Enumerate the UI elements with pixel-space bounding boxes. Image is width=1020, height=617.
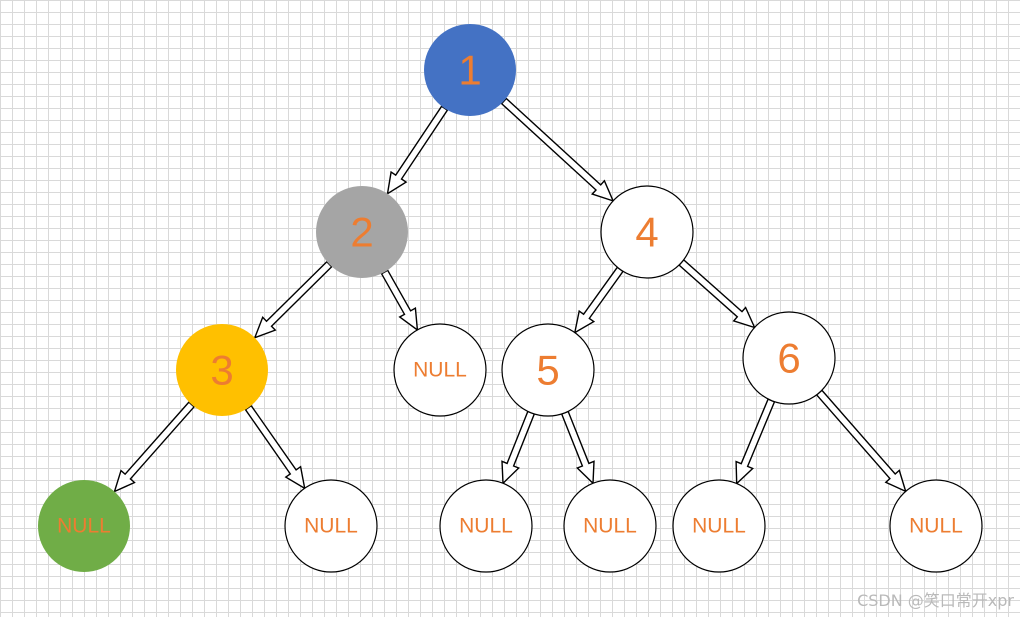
node-circle [176,324,268,416]
node-label: NULL [692,515,746,538]
node-label: 5 [536,347,559,394]
edge-arrow-n6-nl7 [815,389,907,493]
node-label: NULL [304,515,358,538]
node-circle [38,480,130,572]
node-circle [439,479,533,573]
tree-node-n6: 6 [742,311,836,405]
tree-node-nl2: NULL [38,480,130,572]
edge-arrow-n1-n2 [386,105,449,196]
edge-arrow-n4-n6 [678,258,756,329]
node-circle [284,479,378,573]
tree-node-n4: 4 [600,185,694,279]
tree-node-nl7: NULL [889,479,983,573]
node-label: 3 [210,347,233,394]
tree-node-nl3: NULL [284,479,378,573]
edge-arrow-n5-nl4 [501,410,536,485]
node-label: NULL [459,515,513,538]
node-circle [424,24,516,116]
watermark: CSDN @笑口常开xpr [857,591,1014,610]
node-label: NULL [57,515,111,538]
node-circle [600,185,694,279]
node-circle [672,479,766,573]
tree-node-nl5: NULL [563,479,657,573]
node-circle [316,186,408,278]
node-circle [889,479,983,573]
node-circle [742,311,836,405]
edge-arrow-n2-nl1 [380,269,419,332]
edge-arrow-n3-nl3 [244,404,306,490]
tree-node-n2: 2 [316,186,408,278]
tree-node-n1: 1 [424,24,516,116]
edge-arrow-n6-nl6 [735,398,776,486]
node-label: 4 [635,209,658,256]
edge-arrow-n4-n5 [573,266,624,334]
node-label: NULL [413,359,467,382]
node-circle [501,323,595,417]
node-label: 6 [777,335,800,382]
edge-arrow-n3-nl2 [113,401,196,493]
tree-node-n5: 5 [501,323,595,417]
tree-node-nl1: NULL [393,323,487,417]
tree-node-n3: 3 [176,324,268,416]
edge-arrow-n1-n4 [500,97,615,203]
tree-node-nl6: NULL [672,479,766,573]
node-label: NULL [909,515,963,538]
edge-arrow-n5-nl5 [560,410,595,485]
tree-node-nl4: NULL [439,479,533,573]
node-label: 1 [458,47,481,94]
node-circle [563,479,657,573]
node-circle [393,323,487,417]
node-label: 2 [350,209,373,256]
node-label: NULL [583,515,637,538]
edge-arrow-n2-n3 [253,260,333,339]
edges-layer [113,97,907,493]
